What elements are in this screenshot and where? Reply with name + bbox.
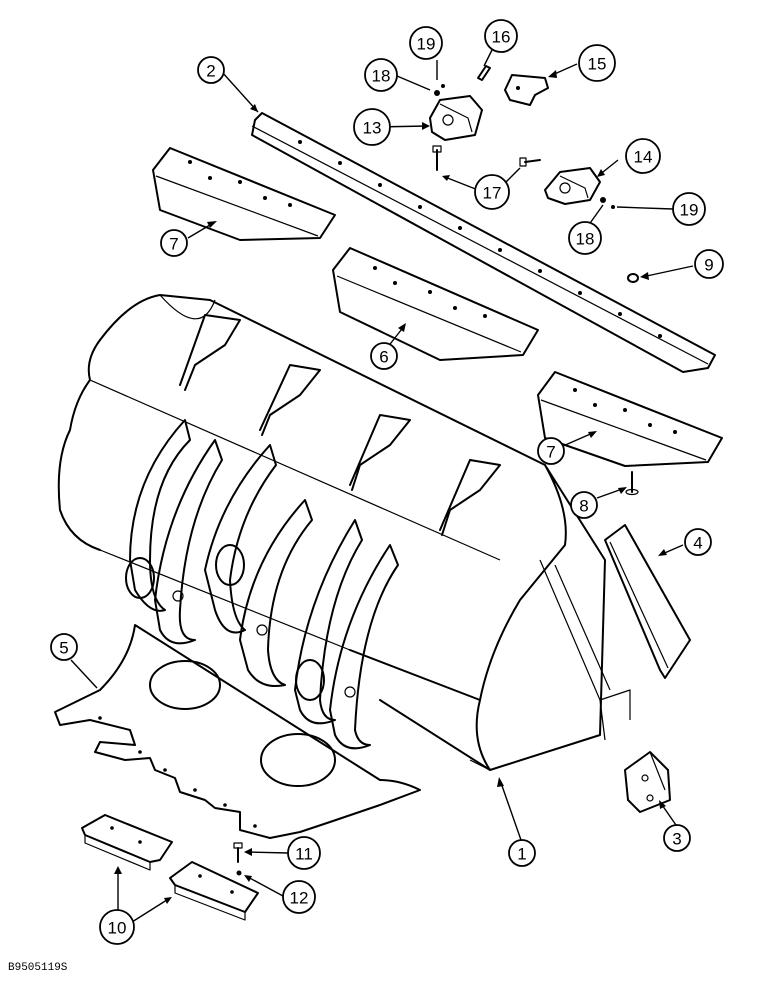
svg-text:18: 18 (372, 67, 391, 86)
callout-3: 3 (663, 824, 691, 852)
part-bucket (57, 294, 631, 771)
part-bolt-17a (432, 145, 442, 171)
callout-17: 17 (474, 174, 510, 210)
figure-code: B9505119S (8, 962, 68, 974)
svg-text:7: 7 (546, 443, 555, 462)
callout-5: 5 (50, 633, 78, 661)
svg-text:4: 4 (693, 534, 702, 553)
part-edge-segment-center (332, 247, 539, 361)
part-pin-16 (477, 65, 491, 81)
callout-4: 4 (684, 528, 712, 556)
part-nut-18-19 (434, 84, 615, 209)
svg-text:5: 5 (59, 639, 68, 658)
svg-text:10: 10 (108, 919, 127, 938)
part-floor-plate (54, 624, 421, 839)
callout-18-top: 18 (364, 58, 398, 92)
part-nut-9 (627, 273, 639, 283)
svg-text:15: 15 (588, 55, 607, 74)
callout-8: 8 (570, 491, 598, 519)
part-tooth-adapter-13 (429, 95, 483, 141)
svg-text:3: 3 (672, 830, 681, 849)
callout-14: 14 (625, 138, 661, 174)
part-bolt-8 (625, 471, 639, 496)
svg-text:17: 17 (483, 184, 502, 203)
svg-text:2: 2 (206, 62, 215, 81)
part-tooth-15 (504, 74, 549, 106)
part-nut-12 (236, 870, 242, 876)
callout-18-right: 18 (568, 221, 602, 255)
svg-text:6: 6 (379, 348, 388, 367)
part-side-liner (604, 524, 691, 679)
callout-16: 16 (484, 19, 518, 53)
svg-text:11: 11 (295, 845, 313, 864)
part-pad-upper (81, 814, 173, 871)
svg-text:14: 14 (634, 148, 653, 167)
part-bolt-11 (233, 842, 243, 863)
part-tooth-adapter-14 (544, 167, 601, 205)
svg-text:9: 9 (704, 256, 713, 275)
svg-text:18: 18 (576, 230, 595, 249)
part-cutting-edge (251, 112, 716, 373)
part-pad-lower (169, 861, 259, 921)
part-edge-segment-left (152, 147, 336, 241)
part-edge-segment-right (537, 371, 723, 467)
callout-19-right: 19 (672, 192, 706, 226)
svg-text:13: 13 (363, 119, 382, 138)
svg-text:19: 19 (417, 35, 436, 54)
callout-7-left: 7 (160, 229, 188, 257)
svg-text:16: 16 (492, 28, 511, 47)
callout-10: 10 (99, 909, 135, 945)
svg-text:7: 7 (169, 235, 178, 254)
callout-1: 1 (508, 839, 536, 867)
callout-7-right: 7 (537, 437, 565, 465)
callout-9: 9 (694, 249, 724, 279)
callout-19-top: 19 (409, 26, 443, 60)
svg-text:12: 12 (290, 889, 309, 908)
callout-11: 11 (287, 836, 321, 870)
part-corner-block (624, 751, 671, 813)
callout-15: 15 (578, 44, 616, 82)
svg-text:8: 8 (579, 497, 588, 516)
callout-2: 2 (197, 56, 225, 84)
part-bolt-17b (519, 157, 541, 167)
callout-13: 13 (353, 108, 391, 146)
callout-12: 12 (282, 880, 316, 914)
svg-text:1: 1 (517, 845, 526, 864)
callout-6: 6 (370, 342, 398, 370)
svg-text:19: 19 (680, 201, 699, 220)
